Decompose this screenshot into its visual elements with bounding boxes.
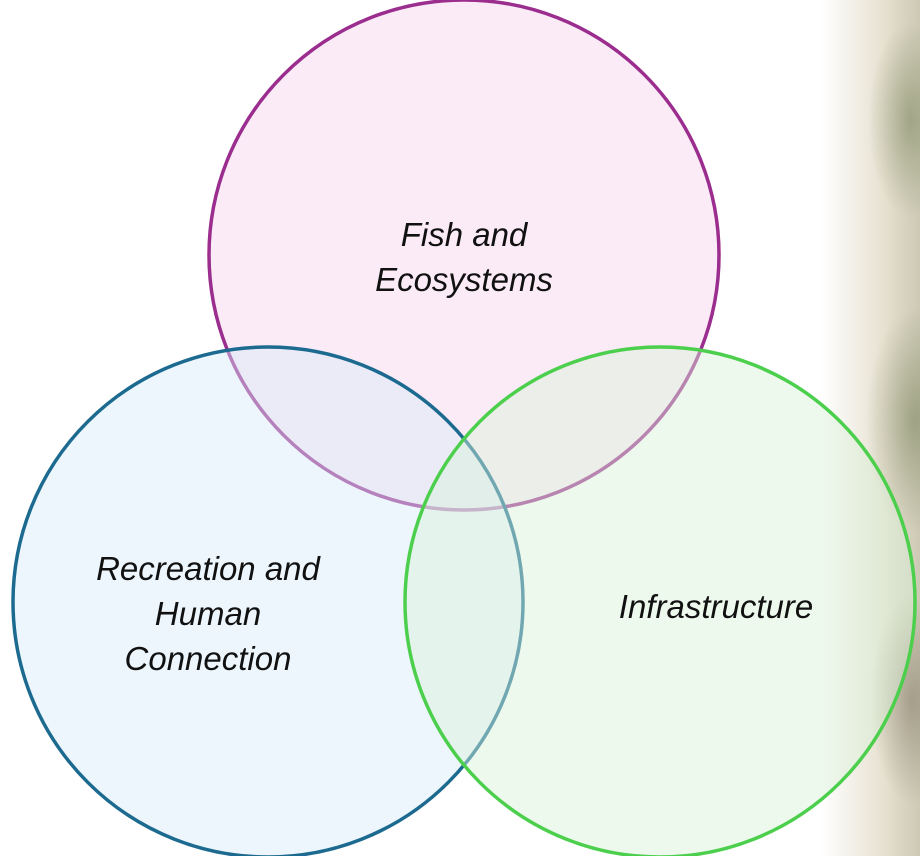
fish-and-ecosystems-label: Fish and Ecosystems (375, 216, 553, 298)
infrastructure-label: Infrastructure (618, 588, 814, 625)
fish-and-ecosystems-circle (207, 0, 721, 512)
infrastructure-circle (403, 345, 917, 856)
recreation-circle (11, 345, 525, 856)
recreation-and-human-connection-label: Recreation and Human Connection (96, 550, 320, 677)
